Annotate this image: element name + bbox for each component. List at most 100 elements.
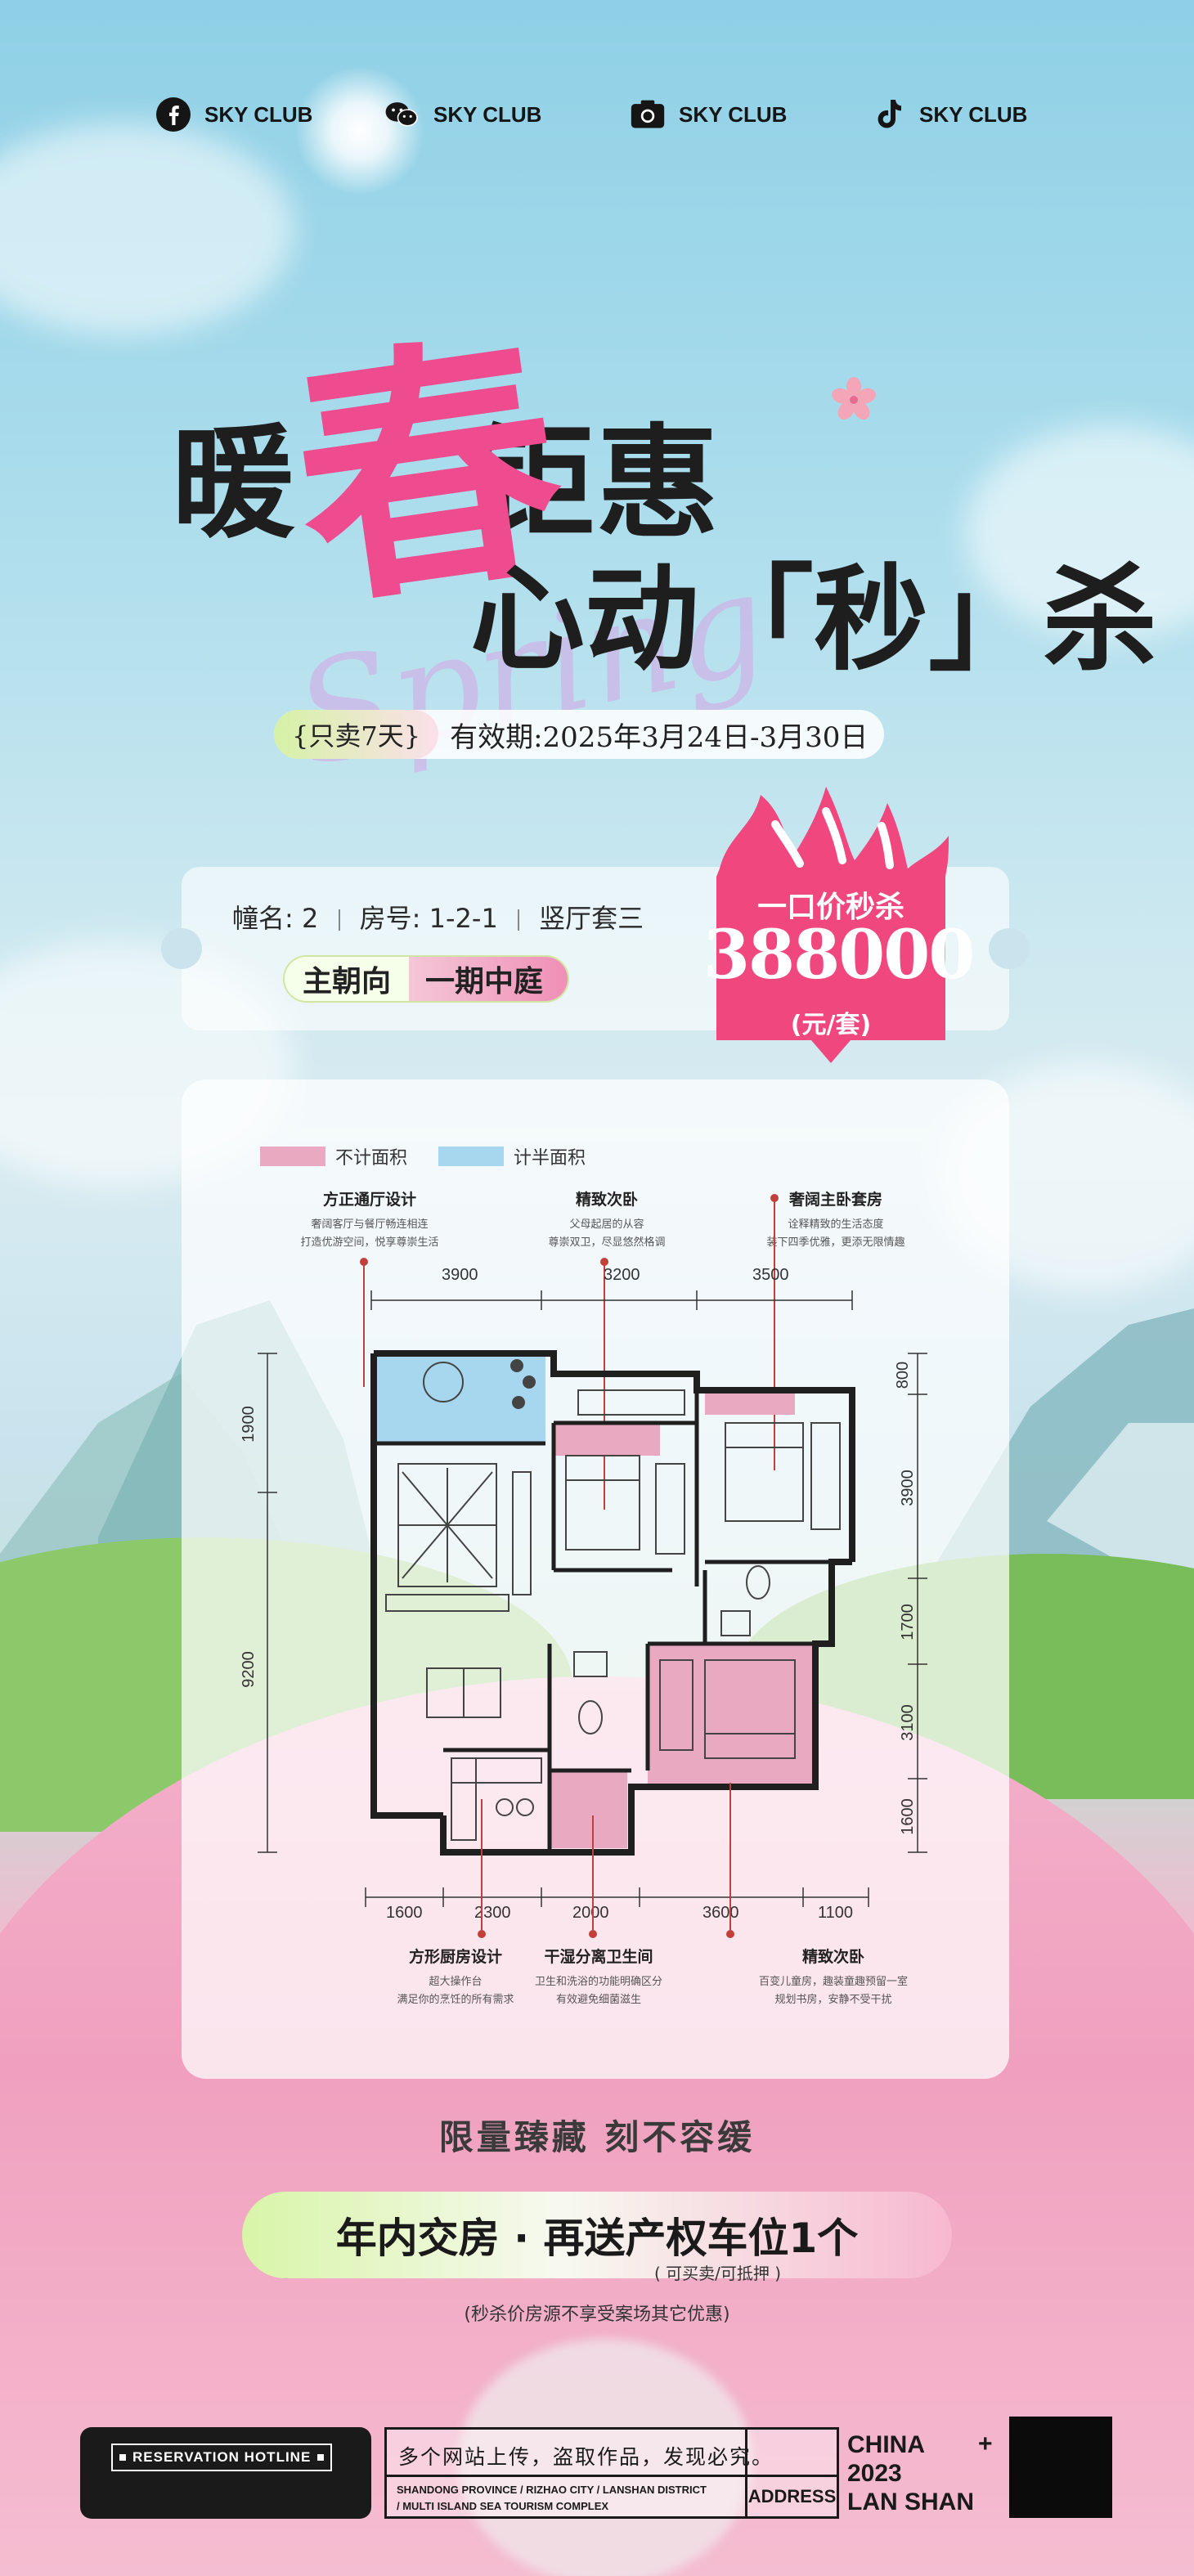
social-label: SKY CLUB [204,101,313,127]
feature-kitchen: 方形厨房设计 超大操作台满足你的烹饪的所有需求 [353,1945,558,2009]
layout-type: 竖厅套三 [539,903,644,934]
price-tag: 一口价秒杀 388000 (元/套) [703,779,975,1066]
orientation-pill: 主朝向 一期中庭 [283,955,570,1003]
reservation-hotline[interactable]: RESERVATION HOTLINE [80,2427,371,2519]
square-bullet-icon [119,2454,126,2461]
social-tiktok[interactable]: SKY CLUB [870,90,1027,139]
feature-desc: 超大操作台满足你的烹饪的所有需求 [353,1973,558,2009]
social-facebook[interactable]: SKY CLUB [155,90,312,139]
building-label: 幢名: [232,903,294,934]
ticket-notch [989,928,1030,969]
place-text: LAN SHAN [847,2488,974,2515]
feature-desc-line: 诠释精致的生活态度 [788,1218,884,1231]
feature-desc: 奢阔客厅与餐厅畅连相连打造优游空间，悦享尊崇生活 [263,1216,476,1252]
validity-banner: {只卖7天} 有效期:2025年3月24日-3月30日 [274,710,885,759]
callout-line [774,1200,775,1470]
social-label: SKY CLUB [679,101,788,127]
headline-char-warm: 暖 [172,413,297,555]
plus-icon: + [978,2430,993,2457]
disclaimer: (秒杀价房源不享受案场其它优惠) [464,2304,730,2325]
country-text: CHINA [847,2431,925,2458]
legend-label: 不计面积 [335,1148,408,1169]
square-bullet-icon [317,2454,325,2461]
ticket-notch [161,928,202,969]
callout-line [604,1264,605,1510]
tiktok-icon [870,96,906,132]
bonus-note: ( 可买卖/可抵押 ) [654,2264,782,2283]
validity-tag: {只卖7天} [274,710,439,759]
hotline-text: RESERVATION HOTLINE [132,2449,312,2465]
headline: Spring 暖钜惠 春 心动「秒」杀 [0,245,1194,798]
cloud [0,123,294,335]
validity-text: 有效期:2025年3月24日-3月30日 [450,720,869,754]
listing-info: 幢名: 2 房号: 1-2-1 竖厅套三 [232,898,644,936]
room-label: 房号: [359,903,421,934]
divider [387,2475,837,2477]
address-label: ADDRESS [745,2477,837,2516]
feature-desc-line: 有效避免细菌滋生 [555,1994,641,2006]
price-label: 一口价秒杀 [756,891,904,924]
floor-plan-card: 不计面积 计半面积 方正通厅设计 奢阔客厅与餐厅畅连相连打造优游空间，悦享尊崇生… [182,1079,1009,2079]
footer-info-box: 多个网站上传，盗取作品，发现必究。 SHANDONG PROVINCE / RI… [384,2427,839,2519]
feature-title: 方形厨房设计 [408,1948,502,1966]
callout-dot [589,1930,597,1938]
footer-slogan: 多个网站上传，盗取作品，发现必究。 [398,2445,774,2469]
headline-row-1: 暖 钜惠 [172,384,720,562]
bonus-banner: 年内交房 · 再送产权车位1个 [242,2192,952,2278]
headline-rest: 钜惠 [472,413,721,555]
bonus-text: 年内交房 · 再送产权车位1个 [335,2215,859,2262]
urgency-slogan: 限量臻藏 刻不容缓 [438,2117,756,2157]
legend-non-counted: 不计面积 [260,1143,407,1169]
callout-dot [770,1194,779,1202]
feature-desc: 卫生和洗浴的功能明确区分有效避免细菌滋生 [492,1973,705,2009]
headline-row-2: 心动「秒」杀 [470,554,1158,687]
callout-dot [360,1258,368,1266]
dimension-lines [258,1290,927,1907]
price-value: 388000 [703,916,975,994]
social-camera[interactable]: SKY CLUB [630,90,787,139]
dimension-top: 3500 [752,1266,789,1284]
year-text: 2023 [847,2460,902,2487]
feature-title: 精致次卧 [801,1948,864,1966]
feature-second-bedroom: 精致次卧 父母起居的从容尊崇双卫，尽显悠然格调 [513,1187,701,1252]
footer-address: SHANDONG PROVINCE / RIZHAO CITY / LANSHA… [397,2482,707,2515]
flower-icon [832,377,876,420]
callout-dot [478,1930,486,1938]
social-wechat[interactable]: SKY CLUB [384,90,541,139]
court-label: 一期中庭 [409,957,568,1001]
divider [338,909,340,931]
feature-master-suite: 奢阔主卧套房 诠释精致的生活态度装下四季优雅，更添无限情趣 [738,1187,934,1252]
price-unit: (元/套) [790,1011,872,1039]
feature-desc-line: 尊崇双卫，尽显悠然格调 [548,1236,666,1249]
wechat-icon [384,96,420,132]
feature-desc: 诠释精致的生活态度装下四季优雅，更添无限情趣 [738,1216,934,1252]
location-block: CHINA 2023 LAN SHAN [847,2430,974,2516]
callout-line [729,1783,731,1930]
dimension-top: 3200 [604,1266,640,1284]
dimension-bottom: 1100 [818,1904,854,1922]
dimension-top: 3900 [442,1266,478,1284]
feature-desc-line: 规划书房，安静不受干扰 [774,1994,892,2006]
address-line: SHANDONG PROVINCE / RIZHAO CITY / LANSHA… [397,2484,707,2496]
feature-bathroom: 干湿分离卫生间 卫生和洗浴的功能明确区分有效避免细菌滋生 [492,1945,705,2009]
hotline-label: RESERVATION HOTLINE [111,2444,333,2471]
floor-plan-drawing [370,1350,855,1856]
feature-desc-line: 奢阔客厅与餐厅畅连相连 [311,1218,429,1231]
dimension-bottom: 2300 [474,1904,511,1922]
building-number: 2 [301,903,319,934]
social-label: SKY CLUB [919,101,1028,127]
divider [517,909,519,931]
social-label: SKY CLUB [433,101,542,127]
black-square-block [1009,2417,1112,2518]
sun-glow [294,65,425,196]
callout-dot [600,1258,608,1266]
feature-third-bedroom: 精致次卧 百变儿童房，趣装童趣预留一室规划书房，安静不受干扰 [715,1945,952,2009]
feature-desc-line: 父母起居的从容 [569,1218,644,1231]
price-tag-flame-shape [716,787,949,1063]
legend-swatch-pink [260,1147,325,1166]
dimension-bottom: 2000 [572,1904,609,1922]
facebook-icon [155,96,191,132]
feature-desc: 百变儿童房，趣装童趣预留一室规划书房，安静不受干扰 [715,1973,952,2009]
camera-icon [630,96,666,132]
feature-desc-line: 打造优游空间，悦享尊崇生活 [300,1236,439,1249]
